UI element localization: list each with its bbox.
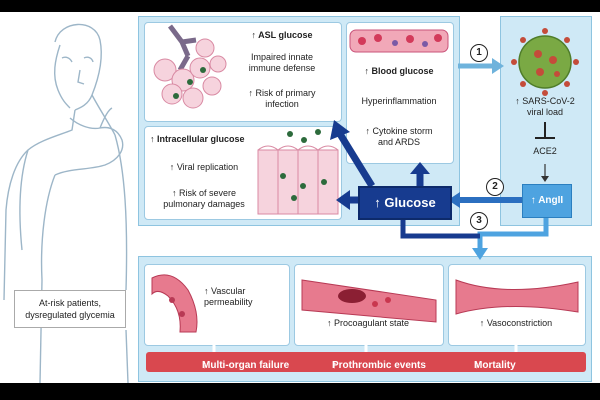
asl-line2: immune defense xyxy=(248,63,316,73)
glucose-left-head xyxy=(336,190,350,210)
ace2-label: ACE2 xyxy=(533,146,557,156)
asl-line3: ↑ Risk of primary xyxy=(248,88,316,98)
permeability-line1: ↑ Vascular xyxy=(204,286,246,296)
angii-label: AngII xyxy=(538,195,564,206)
glucose-up-head xyxy=(410,162,430,174)
blood-line1: Hyperinflammation xyxy=(361,96,437,106)
top-border xyxy=(0,0,600,12)
intracellular-line1: ↑ Viral replication xyxy=(169,162,239,172)
arrow-two-head xyxy=(448,192,460,208)
intracellular-title: ↑ Intracellular glucose xyxy=(150,134,245,144)
artery-permeability-illustration xyxy=(151,274,198,333)
bottom-border xyxy=(0,383,600,400)
glucose-label: Glucose xyxy=(384,195,436,210)
glucose-down-arrow xyxy=(400,218,480,239)
patient-illustration xyxy=(3,23,129,384)
blood-line3: and ARDS xyxy=(377,137,421,147)
patient-label: At-risk patients, dysregulated glycemia xyxy=(14,290,126,328)
epithelium-illustration xyxy=(257,129,339,215)
arrow-one-head xyxy=(492,58,504,74)
patient-label-line1: At-risk patients, xyxy=(38,298,102,308)
step-two-badge: 2 xyxy=(486,178,504,196)
glucose-up-left-arrow xyxy=(337,132,375,188)
virus-line2: viral load xyxy=(526,107,564,117)
procoagulant-label: ↑ Procoagulant state xyxy=(326,318,410,328)
glucose-up-left-head xyxy=(330,120,350,140)
intracellular-line3: pulmonary damages xyxy=(163,199,245,209)
ace2-arrowhead xyxy=(541,176,549,182)
constricted-vessel-illustration xyxy=(455,279,579,315)
outcomes-banner: ↑ Multi-organ failure ↑ Prothrombic even… xyxy=(146,352,586,372)
arrow-three xyxy=(477,216,549,250)
virus-line1: ↑ SARS-CoV-2 xyxy=(515,96,575,106)
asl-line1: Impaired innate xyxy=(250,52,314,62)
patient-label-line2: dysregulated glycemia xyxy=(25,310,115,320)
virus-illustration xyxy=(511,28,579,96)
glucose-box: ↑ Glucose xyxy=(358,186,452,220)
asl-line4: infection xyxy=(265,99,299,109)
intracellular-line2: ↑ Risk of severe xyxy=(171,188,237,198)
blood-line2: ↑ Cytokine storm xyxy=(365,126,433,136)
blood-title: ↑ Blood glucose xyxy=(364,66,434,76)
alveoli-illustration xyxy=(153,24,227,109)
vasoconstriction-label: ↑ Vasoconstriction xyxy=(479,318,553,328)
asl-title: ↑ ASL glucose xyxy=(251,30,313,40)
clot-vessel-illustration xyxy=(301,279,437,323)
step-three-badge: 3 xyxy=(470,212,488,230)
step-one-badge: 1 xyxy=(470,44,488,62)
angii-box: ↑ AngII xyxy=(522,184,572,218)
arrow-three-head xyxy=(472,248,488,260)
permeability-line2: permeability xyxy=(204,297,253,307)
blood-vessel-illustration xyxy=(349,29,449,53)
